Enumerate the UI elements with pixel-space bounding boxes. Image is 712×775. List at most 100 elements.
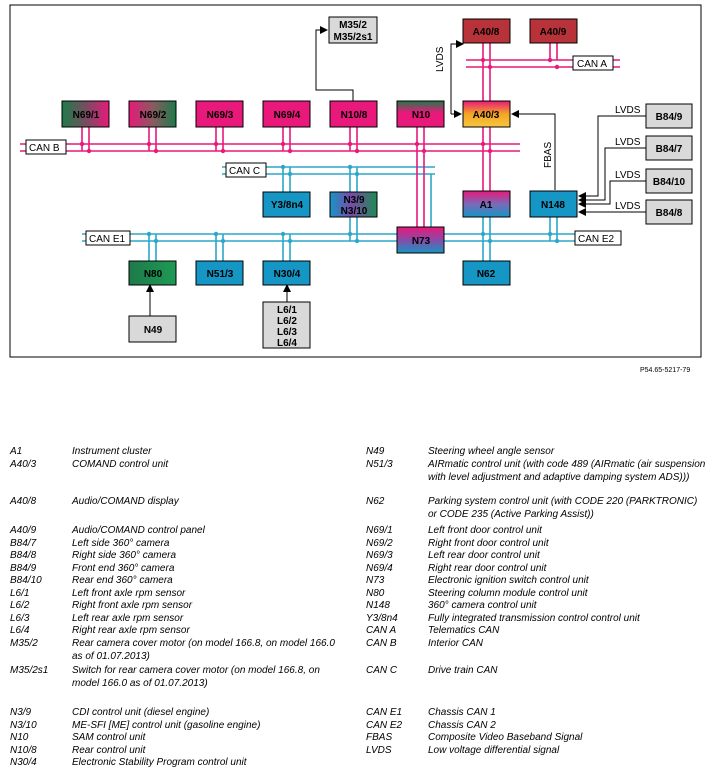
legend-description: Audio/COMAND display — [72, 496, 179, 507]
box-n3: N3/9 N3/10 — [329, 191, 378, 218]
box-n10-8: N10/8 — [329, 100, 378, 128]
legend-description: Steering column module control unit — [428, 588, 588, 599]
box-y3-8n4: Y3/8n4 — [262, 191, 311, 218]
legend-description: Electronic ignition switch control unit — [428, 575, 589, 586]
box-n69-4: N69/4 — [262, 100, 311, 128]
box-a40-8: A40/8 — [462, 18, 511, 44]
legend-description: Right front door control unit — [428, 538, 549, 549]
legend-description: Left front axle rpm sensor — [72, 588, 186, 599]
box-n3-10-label: N3/10 — [341, 206, 368, 217]
legend-code: N51/3 — [366, 459, 393, 470]
box-n62: N62 — [462, 260, 511, 286]
legend-code: N3/10 — [10, 720, 37, 731]
box-n30-4: N30/4 — [262, 260, 311, 286]
legend-description: Composite Video Baseband Signal — [428, 732, 583, 743]
legend-code: N30/4 — [10, 757, 37, 768]
legend-description: Left side 360° camera — [72, 538, 170, 549]
box-m35-2s1-label: M35/2s1 — [334, 32, 373, 43]
legend-code: L6/2 — [10, 600, 30, 611]
can-a-label-text: CAN A — [577, 59, 607, 70]
legend-description: Switch for rear camera cover motor (on m… — [72, 665, 320, 689]
box-b84-9: B84/9 — [645, 103, 693, 129]
box-n69-1-label: N69/1 — [73, 110, 100, 121]
legend-code: N73 — [366, 575, 385, 586]
box-n30-4-label: N30/4 — [274, 269, 301, 280]
box-n148-label: N148 — [541, 200, 565, 211]
box-l6-1-label: L6/1 — [277, 305, 297, 316]
box-n69-3-label: N69/3 — [207, 110, 234, 121]
legend-description: Left rear axle rpm sensor — [72, 613, 184, 624]
legend-code: CAN C — [366, 665, 398, 676]
box-b84-9-label: B84/9 — [656, 112, 683, 123]
legend-description: Instrument cluster — [72, 446, 152, 457]
legend-code: N49 — [366, 446, 385, 457]
legend-code: A40/8 — [10, 496, 37, 507]
legend-code: N69/3 — [366, 550, 393, 561]
junction-dots — [79, 57, 560, 244]
box-l6: L6/1 L6/2 L6/3 L6/4 — [262, 301, 311, 349]
legend-description: Rear end 360° camera — [72, 575, 173, 586]
legend-code: B84/10 — [10, 575, 42, 586]
legend-code: FBAS — [366, 732, 393, 743]
box-l6-2-label: L6/2 — [277, 316, 297, 327]
box-a1: A1 — [462, 190, 511, 218]
can-c-e-drops — [148, 167, 558, 261]
legend-code: CAN B — [366, 638, 397, 649]
legend-description: Interior CAN — [428, 638, 484, 649]
legend-description: Electronic Stability Program control uni… — [72, 757, 247, 768]
box-n51-3: N51/3 — [195, 260, 244, 286]
legend-code: N10/8 — [10, 745, 37, 756]
box-a40-3: A40/3 — [462, 100, 511, 128]
lvds-label-b8410: LVDS — [615, 170, 641, 181]
legend-code: Y3/8n4 — [366, 613, 398, 624]
legend-code: B84/8 — [10, 550, 37, 561]
legend-description: CDI control unit (diesel engine) — [72, 707, 210, 718]
box-l6-3-label: L6/3 — [277, 327, 297, 338]
legend-code: N148 — [366, 600, 390, 611]
legend-code: CAN E2 — [366, 720, 403, 731]
legend-description: AIRmatic control unit (with code 489 (AI… — [428, 459, 706, 483]
box-m35-2-label: M35/2 — [339, 20, 367, 31]
legend-code: N10 — [10, 732, 29, 743]
box-n69-4-label: N69/4 — [274, 110, 301, 121]
box-b84-7: B84/7 — [645, 135, 693, 161]
legend-description: SAM control unit — [72, 732, 146, 743]
legend-description: Telematics CAN — [428, 625, 500, 636]
legend-code: CAN A — [366, 625, 397, 636]
legend-description: Steering wheel angle sensor — [428, 446, 555, 457]
box-b84-8: B84/8 — [645, 199, 693, 225]
legend-description: Rear camera cover motor (on model 166.8,… — [72, 638, 335, 662]
box-n80: N80 — [128, 260, 177, 286]
box-b84-8-label: B84/8 — [656, 208, 683, 219]
can-b-drops — [81, 43, 558, 227]
legend-description: Drive train CAN — [428, 665, 498, 676]
can-c-label-text: CAN C — [229, 166, 260, 177]
box-n73-label: N73 — [412, 236, 431, 247]
legend-description: COMAND control unit — [72, 459, 169, 470]
legend-code: N69/2 — [366, 538, 393, 549]
box-n69-3: N69/3 — [195, 100, 244, 128]
legend-code: A1 — [10, 446, 23, 457]
box-n69-2-label: N69/2 — [140, 110, 167, 121]
box-n148: N148 — [529, 190, 578, 218]
legend-code: N62 — [366, 496, 385, 507]
can-c-label: CAN C — [225, 162, 267, 178]
legend-description: Right side 360° camera — [72, 550, 177, 561]
box-n10-label: N10 — [412, 110, 431, 121]
legend-code: B84/9 — [10, 563, 37, 574]
legend-code: L6/3 — [10, 613, 30, 624]
box-m35: M35/2 M35/2s1 — [328, 16, 378, 44]
box-n73: N73 — [396, 226, 445, 254]
legend-code: L6/4 — [10, 625, 30, 636]
legend-description: Parking system control unit (with CODE 2… — [428, 496, 698, 520]
box-l6-4-label: L6/4 — [277, 338, 297, 349]
can-e1-label-text: CAN E1 — [89, 234, 126, 245]
legend-code: M35/2 — [10, 638, 38, 649]
legend-description: Chassis CAN 1 — [428, 707, 496, 718]
box-n80-label: N80 — [144, 269, 163, 280]
fbas-label: FBAS — [543, 142, 554, 168]
legend-code: A40/9 — [10, 525, 37, 536]
lvds-label-b847: LVDS — [615, 137, 641, 148]
legend-description: Chassis CAN 2 — [428, 720, 496, 731]
can-e2-label: CAN E2 — [574, 230, 622, 246]
